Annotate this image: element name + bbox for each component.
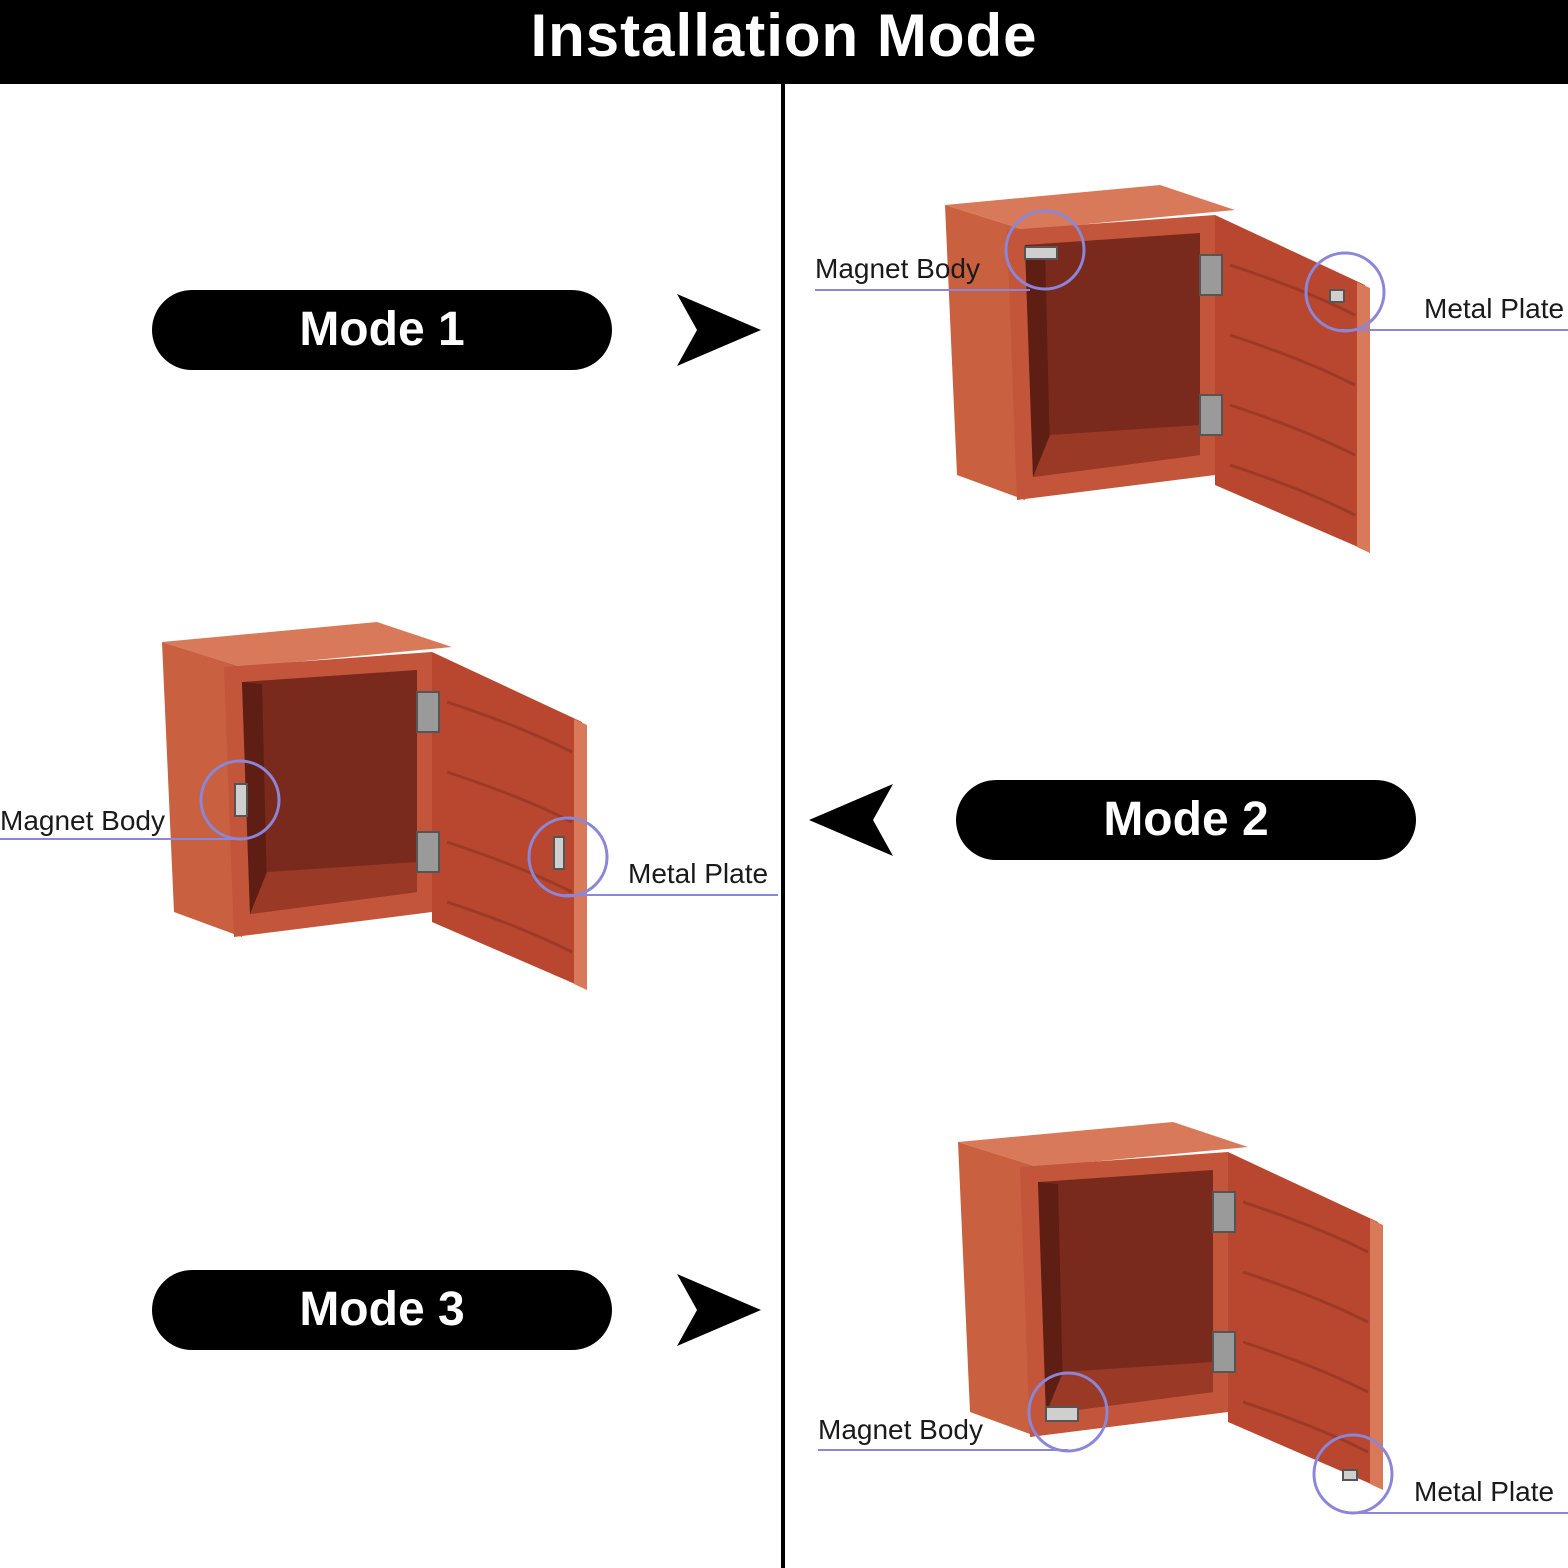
page-title: Installation Mode xyxy=(530,2,1038,69)
metal-plate-label: Metal Plate xyxy=(1414,1476,1555,1507)
metal-plate-label: Metal Plate xyxy=(628,858,769,889)
cabinet-image-mode-2 xyxy=(162,622,589,992)
metal-plate-highlight-circle xyxy=(1304,251,1386,333)
magnet-body-leader-line xyxy=(815,289,1030,291)
arrow-right-icon xyxy=(677,294,761,366)
metal-plate-leader-line xyxy=(1340,329,1568,331)
magnet-body-highlight-circle xyxy=(1027,1371,1109,1453)
magnet-body-highlight-circle xyxy=(1004,209,1086,291)
arrow-left-icon xyxy=(809,784,893,856)
metal-plate-leader-line xyxy=(1350,1512,1568,1514)
metal-plate-leader-line xyxy=(566,894,778,896)
magnet-body-highlight-circle xyxy=(199,759,281,841)
magnet-body-leader-line xyxy=(0,838,235,840)
center-divider xyxy=(781,84,785,1568)
arrow-right-icon xyxy=(677,1274,761,1346)
mode-3-badge: Mode 3 xyxy=(152,1270,612,1350)
magnet-body-leader-line xyxy=(818,1449,1068,1451)
cabinet-image-mode-3 xyxy=(958,1122,1385,1492)
header-bar xyxy=(0,0,1568,84)
metal-plate-highlight-circle xyxy=(527,816,609,898)
mode-1-badge: Mode 1 xyxy=(152,290,612,370)
cabinet-image-mode-1 xyxy=(945,185,1372,555)
mode-2-badge: Mode 2 xyxy=(956,780,1416,860)
magnet-body-label: Magnet Body xyxy=(0,805,165,836)
metal-plate-label: Metal Plate xyxy=(1424,293,1565,324)
metal-plate-highlight-circle xyxy=(1312,1433,1394,1515)
magnet-body-label: Magnet Body xyxy=(818,1414,983,1445)
magnet-body-label: Magnet Body xyxy=(815,253,980,284)
